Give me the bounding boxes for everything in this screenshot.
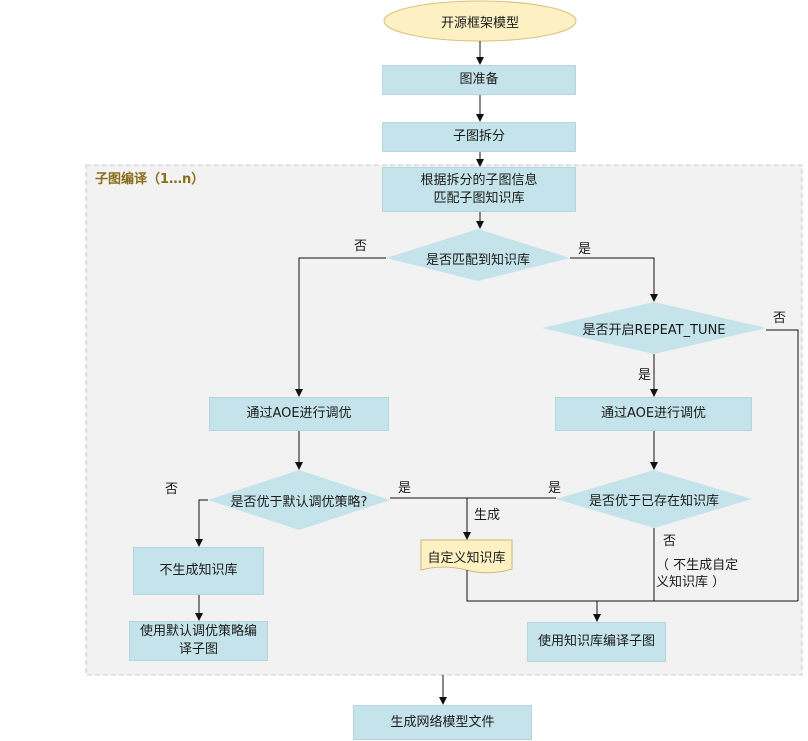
label-no-repeat: 否 [773,311,787,326]
final-output-box: 生成网络模型文件 [353,705,532,740]
label-yes-better-default: 是 [398,481,412,496]
edge-no-match [295,257,386,397]
tune-aoe-left-box: 通过AOE进行调优 [209,397,389,431]
no-kb-generated-box: 不生成知识库 [133,547,264,595]
compile-with-kb-box: 使用知识库编译子图 [527,622,666,662]
subgraph-split-box: 子图拆分 [382,122,576,152]
edge-no-repeat [766,329,799,601]
label-generate: 生成 [474,508,501,523]
label-no-better-default: 否 [165,482,179,497]
decision-better-existing: 是否优于已存在知识库 [588,493,719,509]
label-yes-repeat: 是 [638,368,652,383]
compile-default-box: 使用默认调优策略编 译子图 [129,621,268,661]
graph-prep-box: 图准备 [382,65,576,95]
decision-repeat-tune: 是否开启REPEAT_TUNE [582,322,726,338]
label-no-better-existing: 否 [663,534,677,549]
decision-better-existing-shape [556,470,752,528]
label-no-generate-note: （ 不生成自定 义知识库 ） [656,558,739,590]
decision-better-default-shape [208,470,390,530]
label-yes-better-existing: 是 [548,481,562,496]
compile-region-title: 子图编译（1…n） [95,172,205,187]
match-kb-box: 根据拆分的子图信息 匹配子图知识库 [382,167,576,212]
label-yes-match: 是 [578,242,592,257]
decision-matched-shape [386,229,570,281]
tune-aoe-right-box: 通过AOE进行调优 [555,397,752,431]
decision-repeat-tune-shape [542,302,766,354]
edge-yes-match [570,257,658,302]
edge-custom-kb-to-join [466,570,798,602]
custom-kb-doc: 自定义知识库 [427,550,506,566]
label-no-match: 否 [354,239,368,254]
decision-better-default: 是否优于默认调优策略? [230,494,368,510]
custom-kb-shape [420,539,513,574]
start-node: 开源框架模型 [440,15,519,31]
decision-matched: 是否匹配到知识库 [425,252,530,268]
edge-no-better-default [195,499,208,547]
